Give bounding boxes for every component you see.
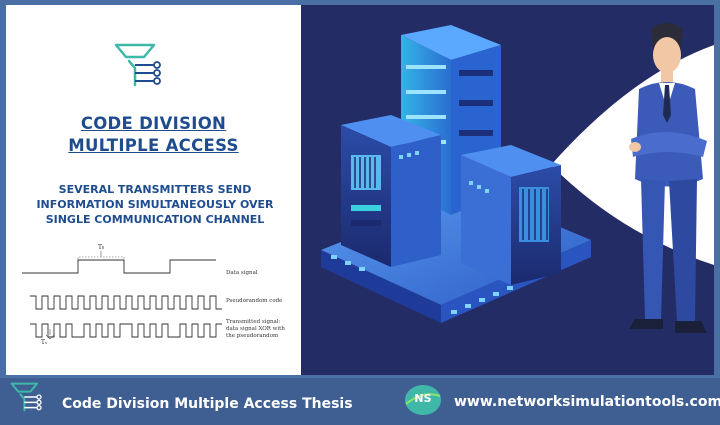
transmitted-label-line-1: Transmitted signal: (226, 319, 281, 325)
subtitle-line-2: INFORMATION SIMULTANEOUSLY OVER (36, 198, 274, 211)
funnel-network-icon (10, 382, 42, 412)
subtitle-line-3: SINGLE COMMUNICATION CHANNEL (45, 213, 265, 226)
illustration-panel (301, 5, 714, 375)
left-leg (641, 179, 665, 319)
tb-label: Tᵦ (98, 244, 105, 251)
server-illustration (321, 25, 714, 323)
title-line-1: CODE DIVISION (80, 114, 227, 133)
footer-title: Code Division Multiple Access Thesis (62, 396, 353, 412)
data-signal-label: Data signal (226, 270, 258, 276)
title-line-2: MULTIPLE ACCESS (68, 136, 239, 155)
transmitted-waveform (30, 323, 222, 338)
transmitted-label: Transmitted signal: data signal XOR with… (226, 319, 294, 340)
ns-badge-text: NS (414, 392, 432, 405)
right-leg (669, 179, 697, 321)
left-panel: CODE DIVISION MULTIPLE ACCESS SEVERAL TR… (6, 5, 301, 375)
ts-label: Tₛ (41, 339, 48, 346)
page-title: CODE DIVISION MULTIPLE ACCESS (26, 113, 281, 157)
crossed-arms (631, 131, 707, 157)
transmitted-label-line-2: data signal XOR with (226, 326, 285, 332)
pseudorandom-waveform (30, 295, 222, 310)
funnel-network-icon (114, 43, 161, 87)
businessman-illustration (629, 23, 707, 333)
website-link[interactable]: www.networksimulationtools.com (454, 394, 720, 410)
head (653, 37, 681, 73)
main-frame: CODE DIVISION MULTIPLE ACCESS SEVERAL TR… (6, 5, 714, 375)
transmitted-label-line-3: the pseudorandom (226, 333, 279, 339)
footer-bar (0, 378, 720, 425)
necktie (663, 85, 671, 123)
pseudorandom-label: Pseudorandom code (226, 298, 283, 304)
subtitle-line-1: SEVERAL TRANSMITTERS SEND (58, 183, 252, 196)
ns-badge-icon (405, 385, 441, 415)
signal-waveforms (22, 251, 222, 340)
page-subtitle: SEVERAL TRANSMITTERS SEND INFORMATION SI… (20, 182, 290, 227)
cdma-signal-diagram: Tᵦ Tₛ Data signal Pseudorandom code Tran… (20, 243, 295, 358)
